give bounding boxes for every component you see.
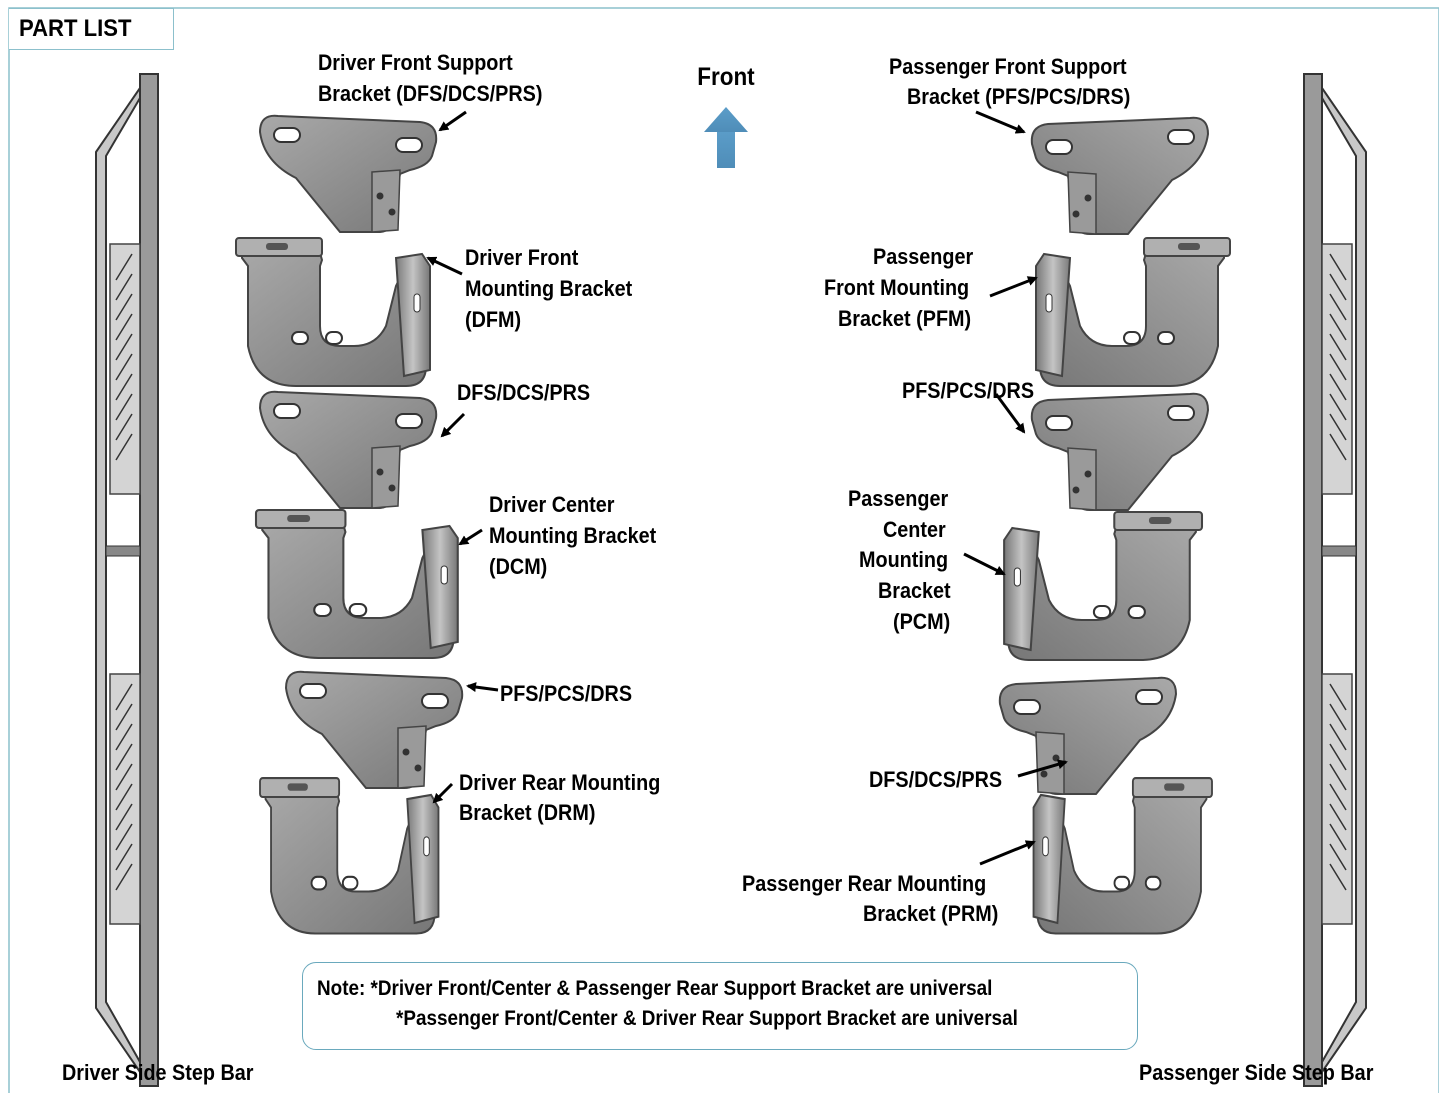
part-list-tab: PART LIST: [9, 8, 174, 50]
driver-side-step-bar: [95, 73, 159, 1087]
front-label: Front: [697, 63, 755, 91]
driver-center-mounting-bracket: [254, 508, 459, 660]
leader-arrow-dfs-top: [438, 110, 467, 132]
driver-front-support-bracket: [259, 114, 438, 233]
passenger-side-step-bar-label: Passenger Side Step Bar: [1139, 1060, 1374, 1085]
pfm-label-line1: Passenger: [873, 244, 974, 269]
prm-label-line2: Bracket (PRM): [863, 901, 999, 926]
pcm-label-line4: Bracket: [878, 578, 951, 603]
driver-center-support-bracket: [259, 390, 438, 509]
dcm-label-line3: (DCM): [489, 554, 548, 579]
leader-arrow-dcm: [458, 528, 483, 546]
leader-arrow-pfm: [989, 276, 1038, 298]
part-list-title: PART LIST: [19, 15, 132, 42]
dfs-top-label-line2: Bracket (DFS/DCS/PRS): [318, 81, 543, 106]
outer-frame: [8, 7, 1439, 1093]
note-line2: *Passenger Front/Center & Driver Rear Su…: [396, 1007, 1018, 1030]
dfs-mid-label: DFS/DCS/PRS: [457, 380, 591, 405]
dcm-label-line1: Driver Center: [489, 492, 615, 517]
drm-label-line1: Driver Rear Mounting: [459, 770, 661, 795]
leader-arrow-pfs-mid: [994, 393, 1026, 434]
note-line1: Note: *Driver Front/Center & Passenger R…: [317, 977, 993, 1000]
pfs-top-label-line2: Bracket (PFS/PCS/DRS): [907, 84, 1131, 109]
dfs-bottom-label: DFS/DCS/PRS: [869, 767, 1003, 792]
pcm-label-line1: Passenger: [848, 486, 949, 511]
note-box: Note: *Driver Front/Center & Passenger R…: [302, 962, 1138, 1050]
passenger-rear-mounting-bracket: [1032, 777, 1214, 935]
passenger-side-step-bar: [1303, 73, 1367, 1087]
passenger-front-support-bracket: [1030, 116, 1209, 235]
pfs-mid-label: PFS/PCS/DRS: [902, 378, 1035, 403]
leader-arrow-dfs-bottom: [1017, 759, 1068, 778]
pfm-label-line2: Front Mounting: [824, 275, 970, 300]
leader-arrow-prm: [979, 840, 1036, 866]
dfs-top-label-line1: Driver Front Support: [318, 50, 513, 75]
leader-arrow-pfs-bottom: [466, 682, 499, 693]
dfm-label-line1: Driver Front: [465, 245, 579, 270]
driver-front-mounting-bracket: [235, 237, 431, 387]
pcm-label-line5: (PCM): [893, 609, 951, 634]
pfs-bottom-label: PFS/PCS/DRS: [500, 681, 633, 706]
passenger-center-mounting-bracket: [1003, 510, 1204, 662]
leader-arrow-dfm: [426, 256, 463, 276]
drm-label-line2: Bracket (DRM): [459, 800, 596, 825]
pcm-label-line2: Center: [883, 517, 946, 542]
dfm-label-line3: (DFM): [465, 307, 522, 332]
leader-arrow-dfs-mid: [440, 412, 466, 438]
dcm-label-line2: Mounting Bracket: [489, 523, 657, 548]
passenger-center-support-bracket: [1030, 392, 1209, 511]
pcm-label-line3: Mounting: [859, 547, 949, 572]
leader-arrow-pcm: [963, 552, 1006, 576]
driver-rear-support-bracket: [285, 670, 464, 789]
driver-rear-mounting-bracket: [258, 777, 440, 935]
pfm-label-line3: Bracket (PFM): [838, 306, 972, 331]
front-arrow-icon: [704, 107, 748, 168]
leader-arrow-pfs-top: [975, 110, 1026, 134]
prm-label-line1: Passenger Rear Mounting: [742, 871, 987, 896]
dfm-label-line2: Mounting Bracket: [465, 276, 633, 301]
passenger-rear-support-bracket: [998, 676, 1177, 795]
driver-side-step-bar-label: Driver Side Step Bar: [62, 1060, 254, 1085]
pfs-top-label-line1: Passenger Front Support: [889, 54, 1127, 79]
leader-arrow-drm: [432, 782, 454, 804]
passenger-front-mounting-bracket: [1035, 237, 1231, 387]
